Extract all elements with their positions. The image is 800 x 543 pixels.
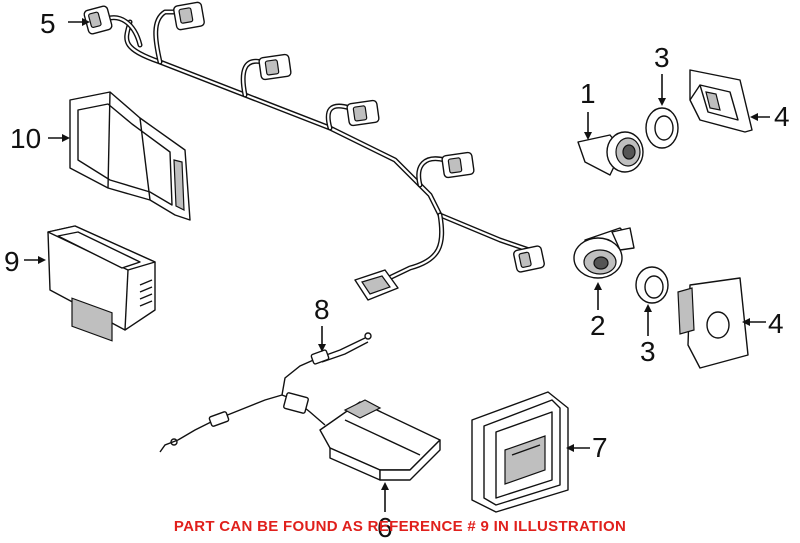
harness-plug-3: [258, 53, 292, 81]
leader-arrows: [24, 18, 770, 512]
parking-sensor-part-2: [573, 227, 635, 279]
harness-plug-6: [513, 245, 545, 273]
parking-sensor-part-1: [577, 131, 644, 176]
sensor-ring-part-3-top: [645, 107, 679, 149]
callout-3-bottom: 3: [640, 336, 656, 367]
callout-3-top: 3: [654, 42, 670, 73]
control-module-part-9: [47, 225, 156, 342]
callout-8: 8: [314, 294, 330, 325]
callout-1: 1: [580, 78, 596, 109]
reference-note: PART CAN BE FOUND AS REFERENCE # 9 IN IL…: [173, 518, 627, 535]
callout-2: 2: [590, 310, 606, 341]
sensor-bracket-part-4-bottom: [677, 277, 749, 369]
callout-10: 10: [10, 123, 42, 154]
harness-plug-4: [346, 99, 380, 127]
callout-9: 9: [4, 246, 20, 277]
callout-6: 6: [377, 512, 393, 543]
callout-7: 7: [592, 432, 608, 463]
callout-4-top: 4: [774, 101, 790, 132]
callout-4-bottom: 4: [768, 308, 784, 339]
bracket-part-10: [69, 91, 191, 221]
callout-5: 5: [40, 8, 56, 39]
ecu-part-7: [471, 391, 569, 513]
harness-plug-5: [441, 151, 475, 179]
sensor-bracket-part-4-top: [689, 69, 753, 133]
cable-part-8: [159, 332, 372, 453]
module-connector-pins: [139, 279, 153, 307]
module-part-6: [319, 399, 441, 481]
harness-plug-1: [83, 5, 113, 35]
sensor-ring-part-3-bottom: [635, 266, 669, 304]
wiring-harness: [97, 9, 538, 283]
harness-plug-2: [173, 1, 205, 31]
harness-rectangular-connector: [354, 269, 399, 301]
